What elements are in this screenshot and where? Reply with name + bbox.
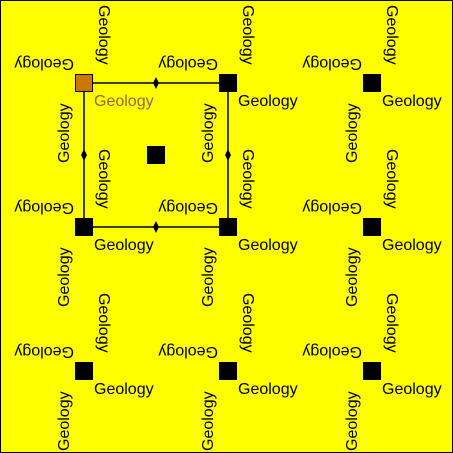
node-label-down: Geology (56, 391, 73, 451)
node-label-left: Geology (14, 199, 74, 216)
node-label-left: Geology (302, 199, 362, 216)
node-label-up: Geology (95, 149, 112, 209)
node[interactable] (219, 74, 237, 92)
node-label-down: Geology (56, 247, 73, 307)
node-label-right: Geology (94, 93, 154, 110)
node-label-right: Geology (94, 237, 154, 254)
node-label-down: Geology (344, 247, 361, 307)
node[interactable] (219, 218, 237, 236)
center-marker[interactable] (147, 146, 165, 164)
selected-node[interactable] (75, 74, 93, 92)
node-label-right: Geology (94, 381, 154, 398)
node-label-down: Geology (56, 103, 73, 163)
node-label-down: Geology (200, 391, 217, 451)
edge-marker (153, 77, 159, 89)
node[interactable] (363, 74, 381, 92)
node-label-up: Geology (383, 293, 400, 353)
node-label-right: Geology (238, 381, 298, 398)
node-label-right: Geology (238, 237, 298, 254)
node-label-left: Geology (302, 55, 362, 72)
node-label-left: Geology (302, 343, 362, 360)
node-label-down: Geology (200, 103, 217, 163)
node-label-up: Geology (239, 293, 256, 353)
node[interactable] (219, 362, 237, 380)
node[interactable] (363, 362, 381, 380)
node-label-right: Geology (382, 237, 442, 254)
node-label-right: Geology (382, 381, 442, 398)
node-label-right: Geology (382, 93, 442, 110)
node-label-right: Geology (238, 93, 298, 110)
node-label-left: Geology (158, 199, 218, 216)
node-label-left: Geology (158, 55, 218, 72)
node[interactable] (75, 218, 93, 236)
edge-marker (81, 149, 87, 161)
node-label-left: Geology (158, 343, 218, 360)
node-label-left: Geology (14, 55, 74, 72)
node-label-up: Geology (239, 149, 256, 209)
node-label-up: Geology (383, 149, 400, 209)
node[interactable] (363, 218, 381, 236)
node-label-up: Geology (383, 5, 400, 65)
node-label-up: Geology (239, 5, 256, 65)
node-label-up: Geology (95, 5, 112, 65)
node[interactable] (75, 362, 93, 380)
node-label-down: Geology (344, 103, 361, 163)
edge-marker (153, 221, 159, 233)
node-label-down: Geology (344, 391, 361, 451)
node-label-down: Geology (200, 247, 217, 307)
edge-marker (225, 149, 231, 161)
node-label-up: Geology (95, 293, 112, 353)
node-label-left: Geology (14, 343, 74, 360)
